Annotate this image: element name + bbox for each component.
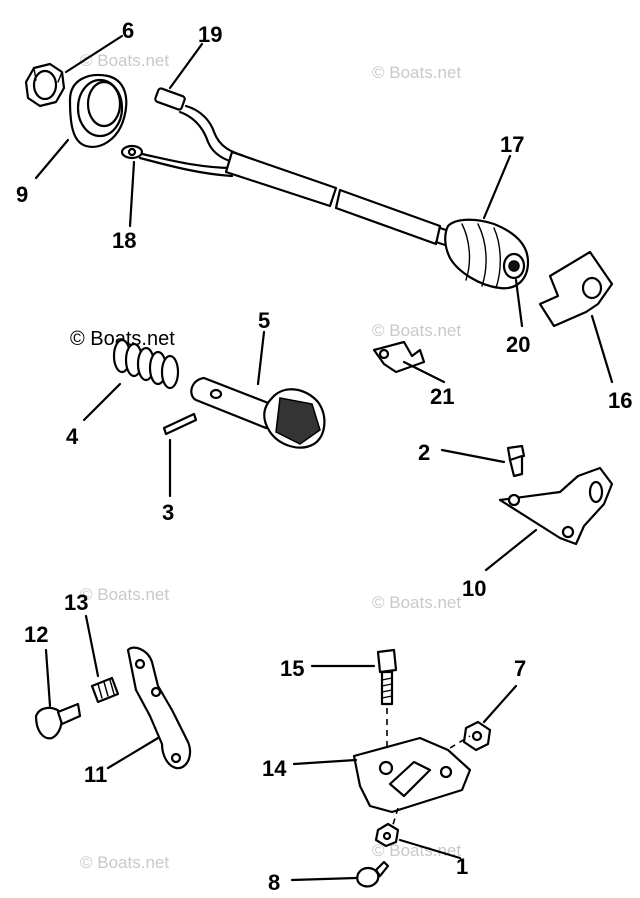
spring-part-4 <box>112 338 180 390</box>
callout-10: 10 <box>462 576 486 601</box>
plate-bracket-part-10 <box>498 466 614 546</box>
callout-6: 6 <box>122 18 134 43</box>
callout-15: 15 <box>280 656 304 681</box>
callout-1: 1 <box>456 854 468 879</box>
watermark: © Boats.net <box>372 321 461 340</box>
watermarks: © Boats.net © Boats.net © Boats.net © Bo… <box>80 51 461 872</box>
nut-part-1 <box>374 822 400 848</box>
callout-12: 12 <box>24 622 48 647</box>
link-block-part-14 <box>352 735 472 829</box>
callout-17: 17 <box>500 132 524 157</box>
callout-8: 8 <box>268 870 280 895</box>
knob-part-5 <box>190 376 326 449</box>
callout-13: 13 <box>64 590 88 615</box>
callout-14: 14 <box>262 756 287 781</box>
screw-part-8 <box>356 860 390 888</box>
bezel-ring-part-9 <box>68 73 128 148</box>
hex-nut-part-6 <box>24 62 66 108</box>
lever-part-11 <box>126 646 192 770</box>
callout-21: 21 <box>430 384 454 409</box>
callout-16: 16 <box>608 388 632 413</box>
nut-part-7 <box>462 720 492 752</box>
clip-part-21 <box>372 340 426 374</box>
callout-19: 19 <box>198 22 222 47</box>
callout-9: 9 <box>16 182 28 207</box>
leader-lines <box>34 34 614 882</box>
watermark: © Boats.net <box>372 63 461 82</box>
spring-part-13 <box>90 676 120 704</box>
callout-5: 5 <box>258 308 270 333</box>
callout-3: 3 <box>162 500 174 525</box>
callout-18: 18 <box>112 228 136 253</box>
switch-body-part-17 <box>444 218 530 290</box>
bolt-part-15 <box>376 648 398 760</box>
callout-11: 11 <box>84 762 107 787</box>
watermark: © Boats.net <box>372 593 461 612</box>
watermark: © Boats.net <box>80 853 169 872</box>
watermark: © Boats.net <box>80 51 169 70</box>
callout-2: 2 <box>418 440 430 465</box>
callout-4: 4 <box>66 424 79 449</box>
watermark: © Boats.net <box>372 841 461 860</box>
pin-part-3 <box>162 412 198 436</box>
part-callouts: 6 9 19 18 17 20 16 21 5 4 3 2 10 12 13 1… <box>16 18 632 895</box>
callout-20: 20 <box>506 332 530 357</box>
bracket-part-16 <box>538 250 614 328</box>
screw-part-2 <box>506 444 526 478</box>
callout-7: 7 <box>514 656 526 681</box>
wire-harness <box>120 87 454 248</box>
watermark: © Boats.net <box>80 585 169 604</box>
screw-part-12 <box>34 702 82 740</box>
